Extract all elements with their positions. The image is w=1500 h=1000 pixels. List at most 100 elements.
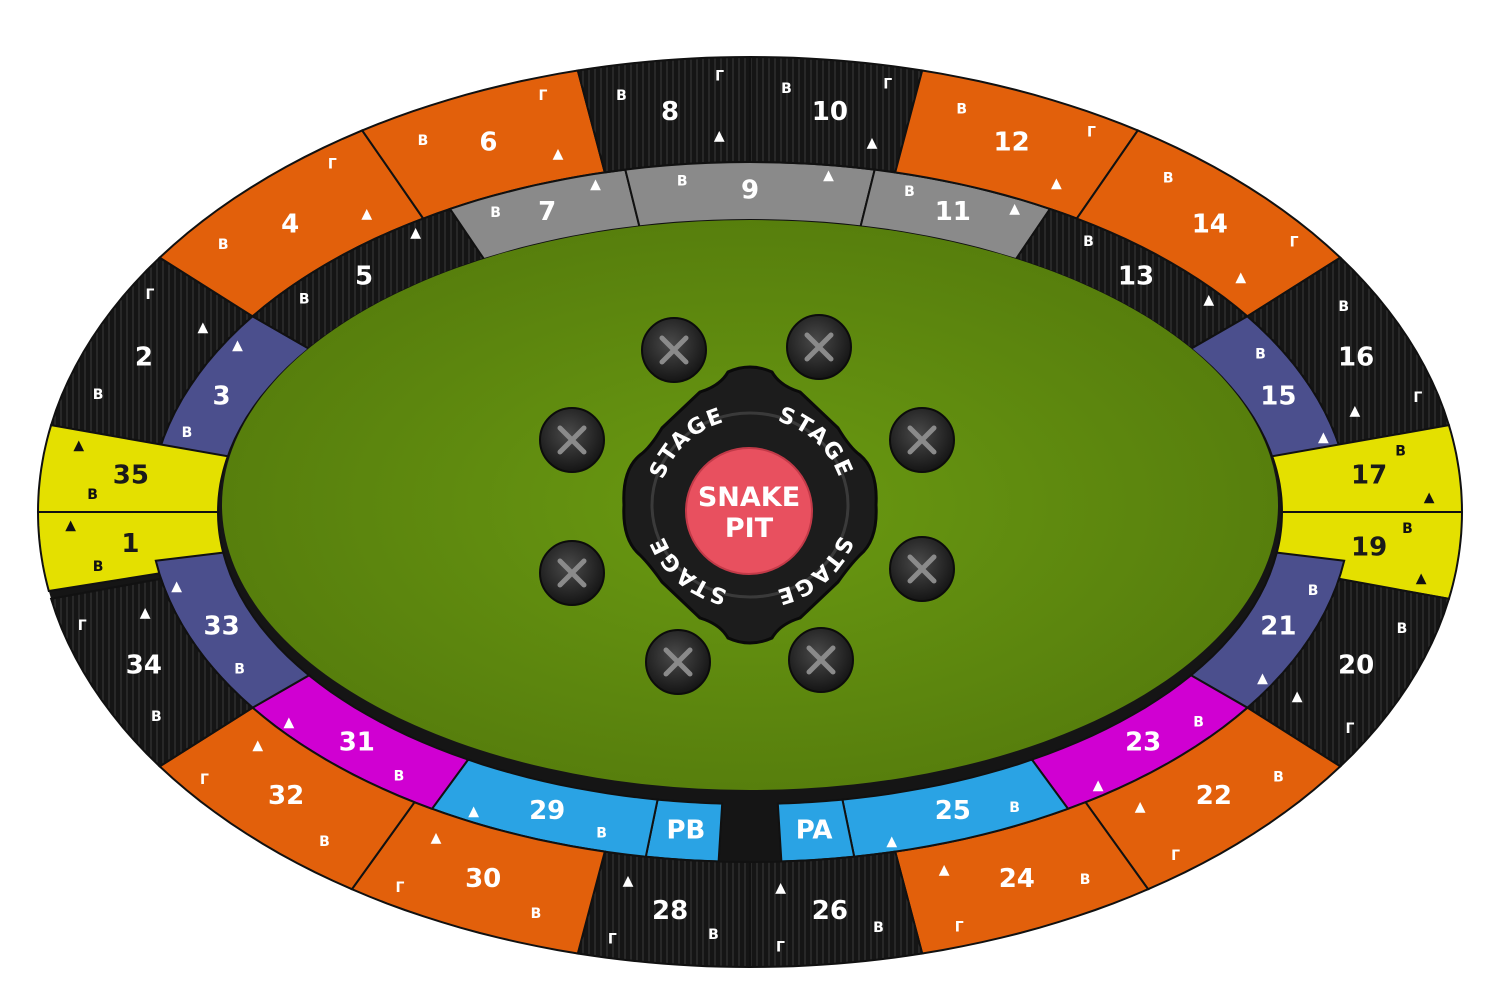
section-34-label: 34	[126, 651, 162, 681]
section-29-row-mark: В	[596, 826, 607, 842]
section-26-row-mark: Г	[776, 940, 785, 956]
section-9-row-mark: В	[677, 174, 688, 190]
section-22-row-mark: Г	[1171, 848, 1180, 864]
section-3-row-mark: В	[182, 425, 193, 441]
section-pa[interactable]: PA	[776, 798, 856, 863]
section-1-row-mark: В	[93, 559, 104, 575]
section-10-label: 10	[812, 97, 848, 127]
section-28-label: 28	[652, 896, 688, 926]
section-19-label: 19	[1351, 532, 1387, 562]
floor-disc-icon	[786, 314, 852, 380]
floor-disc-icon	[539, 407, 605, 473]
floor-disc-icon	[788, 627, 854, 693]
section-21-row-mark: ▲	[1257, 670, 1268, 686]
snake-pit[interactable]: SNAKE PIT	[685, 447, 813, 575]
section-15-row-mark: ▲	[1318, 430, 1329, 446]
floor-disc-icon	[641, 317, 707, 383]
section-10-row-mark: Г	[883, 77, 892, 93]
section-34-row-mark: В	[151, 709, 162, 725]
floor-discs	[539, 314, 955, 695]
section-16-row-mark: Г	[1413, 390, 1422, 406]
section-25-row-mark: ▲	[886, 834, 897, 850]
snake-pit-label-line1: SNAKE	[698, 482, 800, 513]
section-17[interactable]: 17В▲	[1270, 424, 1464, 513]
section-23-row-mark: В	[1193, 715, 1204, 731]
section-19[interactable]: 19В▲	[1270, 511, 1464, 600]
section-29[interactable]: 29В ▲	[430, 758, 659, 858]
section-5-row-mark: ▲	[410, 225, 421, 241]
section-31-row-mark: В	[394, 769, 405, 785]
section-14-row-mark: ▲	[1235, 269, 1246, 285]
section-5-label: 5	[355, 262, 373, 292]
section-22-row-mark: ▲	[1135, 799, 1146, 815]
section-11-row-mark: В	[904, 184, 915, 200]
section-1[interactable]: 1В▲	[36, 511, 228, 593]
section-35[interactable]: 35В▲	[36, 424, 230, 513]
section-32-row-mark: Г	[200, 772, 209, 788]
section-1-row-mark: ▲	[65, 517, 76, 533]
section-15-label: 15	[1260, 382, 1296, 412]
section-25-row-mark: В	[1009, 800, 1020, 816]
section-21[interactable]: 21 В ▲	[1189, 551, 1346, 709]
section-20-row-mark: Г	[1346, 721, 1355, 737]
section-pb[interactable]: PB	[644, 798, 724, 863]
section-26-row-mark: ▲	[775, 880, 786, 896]
section-3-label: 3	[213, 382, 231, 412]
section-33-row-mark: В	[234, 662, 245, 678]
section-4-label: 4	[281, 209, 299, 239]
floor-disc-icon	[645, 629, 711, 695]
section-29-label: 29	[529, 796, 565, 826]
section-24-row-mark: В	[1080, 872, 1091, 888]
section-34-row-mark: Г	[78, 618, 87, 634]
section-15[interactable]: 15В▲	[1189, 315, 1346, 473]
section-14-label: 14	[1192, 209, 1228, 239]
section-30-row-mark: В	[531, 906, 542, 922]
floor-disc-icon	[889, 536, 955, 602]
section-17-label: 17	[1351, 461, 1387, 491]
section-23-label: 23	[1125, 727, 1161, 757]
section-13-row-mark: ▲	[1203, 292, 1214, 308]
section-31-row-mark: ▲	[284, 715, 295, 731]
section-7-label: 7	[538, 197, 556, 227]
section-35-shape[interactable]	[36, 424, 230, 513]
section-14-row-mark: Г	[1290, 235, 1299, 251]
section-12-row-mark: ▲	[1051, 176, 1062, 192]
section-10[interactable]: 10 В Г ▲	[749, 55, 924, 174]
section-28-row-mark: В	[708, 927, 719, 943]
section-2-label: 2	[135, 343, 153, 373]
section-9-row-mark: ▲	[823, 168, 834, 184]
section-4-row-mark: В	[218, 237, 229, 253]
section-12-row-mark: Г	[1087, 125, 1096, 141]
section-34-shape[interactable]	[49, 577, 255, 768]
section-8[interactable]: 8ВГ▲	[576, 55, 751, 174]
section-6-label: 6	[479, 127, 497, 157]
section-26-label: 26	[812, 896, 848, 926]
section-21-row-mark: В	[1308, 583, 1319, 599]
section-23-row-mark: ▲	[1093, 778, 1104, 794]
section-32-row-mark: ▲	[252, 738, 263, 754]
section-pa-label: PA	[796, 815, 833, 845]
section-33-label: 33	[204, 612, 240, 642]
section-9[interactable]: 9В▲	[624, 160, 876, 228]
section-26[interactable]: 26В Г ▲	[749, 850, 924, 969]
section-12-row-mark: В	[956, 102, 967, 118]
section-17-row-mark: ▲	[1424, 489, 1435, 505]
section-6-row-mark: Г	[538, 88, 547, 104]
section-29-row-mark: ▲	[468, 804, 479, 820]
section-pb-label: PB	[666, 815, 705, 845]
section-13-row-mark: В	[1083, 234, 1094, 250]
section-10-row-mark: В	[781, 81, 792, 97]
section-2-row-mark: ▲	[198, 319, 209, 335]
section-26-row-mark: В	[873, 920, 884, 936]
section-10-row-mark: ▲	[867, 135, 878, 151]
section-11-label: 11	[935, 197, 971, 227]
section-21-label: 21	[1260, 612, 1296, 642]
section-8-row-mark: ▲	[714, 128, 725, 144]
